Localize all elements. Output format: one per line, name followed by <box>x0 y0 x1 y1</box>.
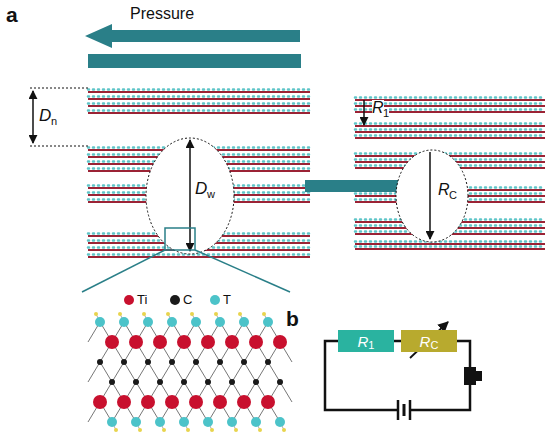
legend-swatch <box>170 295 180 305</box>
dimension-arrow <box>32 91 34 143</box>
mxene-layer <box>88 91 310 93</box>
crystal-structure <box>88 312 292 432</box>
termination-dots <box>88 95 310 98</box>
termination-dots <box>355 128 545 131</box>
wrinkle-void <box>396 150 468 242</box>
variable-resistor-box: RC <box>401 330 457 352</box>
switch-symbol <box>464 367 476 385</box>
pressure-arrow <box>85 24 300 48</box>
termination-dots <box>88 102 310 105</box>
legend-item: T <box>210 292 231 307</box>
label: Pressure <box>130 6 194 22</box>
label: R <box>372 100 384 116</box>
subscript: n <box>51 116 57 127</box>
termination-dots <box>355 122 545 125</box>
zoom-box <box>165 228 195 250</box>
panel-letter: b <box>286 308 299 329</box>
subscript: 1 <box>383 108 389 119</box>
guide-line <box>30 146 90 147</box>
resistor-box: R1 <box>338 330 394 352</box>
subscript: w <box>207 189 215 200</box>
layer-stacks <box>88 90 545 258</box>
label: R <box>438 182 450 198</box>
wire <box>394 340 401 343</box>
subscript: 1 <box>368 340 374 351</box>
battery-symbol <box>409 400 412 420</box>
pressure-plate <box>88 54 301 68</box>
switch-symbol <box>476 371 482 381</box>
mxene-layer <box>355 137 545 139</box>
termination-dots <box>88 109 310 112</box>
guide-line <box>30 88 90 89</box>
wrinkle-void <box>146 138 234 254</box>
legend-swatch <box>210 295 220 305</box>
mxene-layer <box>88 256 310 258</box>
legend-text: Ti <box>137 292 147 307</box>
legend-swatch <box>124 295 134 305</box>
dimension-arrow <box>189 140 191 251</box>
legend-item: Ti <box>124 292 147 307</box>
termination-dots <box>355 134 545 137</box>
mxene-layer <box>88 105 310 107</box>
termination-dots <box>355 152 545 155</box>
termination-dots <box>88 253 310 256</box>
subscript: C <box>430 340 438 351</box>
mxene-layer <box>88 98 310 100</box>
dimension-arrow <box>363 100 365 125</box>
mxene-layer <box>355 243 545 245</box>
mxene-layer <box>355 248 545 250</box>
label: D <box>39 107 51 124</box>
zoom-line <box>195 250 290 292</box>
termination-dots <box>355 240 545 243</box>
legend-item: C <box>170 292 192 307</box>
node-text: R <box>358 334 369 349</box>
dimension-arrow <box>429 152 431 239</box>
mxene-layer <box>355 131 545 133</box>
zoom-line <box>82 250 165 292</box>
termination-dots <box>88 88 310 91</box>
node-text: R <box>420 334 431 349</box>
legend-text: T <box>223 292 231 307</box>
subscript: C <box>449 190 457 201</box>
legend-text: C <box>183 292 192 307</box>
mxene-layer <box>355 125 545 127</box>
termination-dots <box>355 96 545 99</box>
label: D <box>195 180 207 197</box>
battery-symbol <box>397 400 400 420</box>
termination-dots <box>355 245 545 248</box>
mxene-layer <box>88 112 310 114</box>
battery-symbol <box>403 404 406 416</box>
panel-letter: a <box>6 4 18 25</box>
